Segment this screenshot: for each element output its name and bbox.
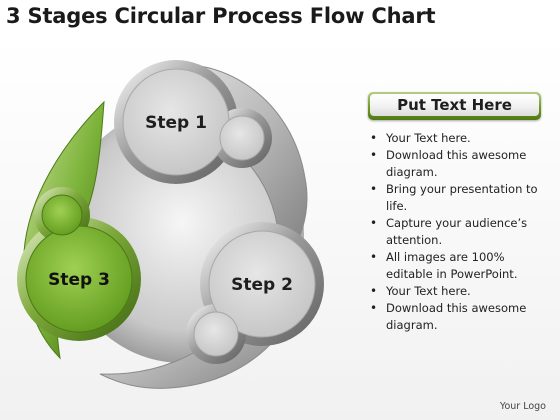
step-1-node: Step 1 <box>114 60 272 184</box>
bullet-item: Bring your presentation to life. <box>368 181 554 215</box>
circular-process-diagram: Step 1 Step 2 Step 3 <box>17 60 324 389</box>
bullet-item: Capture your audience’s attention. <box>368 215 554 249</box>
step-2-label: Step 2 <box>231 275 293 295</box>
bullet-item: Download this awesome diagram. <box>368 300 554 334</box>
text-panel-header-label: Put Text Here <box>370 94 539 116</box>
text-panel-header: Put Text Here <box>368 92 541 120</box>
bullet-item: Your Text here. <box>368 130 554 147</box>
bullet-item: All images are 100% editable in PowerPoi… <box>368 249 554 283</box>
bullet-item: Your Text here. <box>368 283 554 300</box>
text-panel-bullets: Your Text here. Download this awesome di… <box>368 130 554 334</box>
step-2-node: Step 2 <box>186 222 324 364</box>
bullet-item: Download this awesome diagram. <box>368 147 554 181</box>
step-3-node: Step 3 <box>17 187 141 341</box>
logo-text: Your Logo <box>499 401 546 412</box>
step-3-label: Step 3 <box>48 270 110 290</box>
step-1-label: Step 1 <box>145 113 207 133</box>
page-title: 3 Stages Circular Process Flow Chart <box>6 4 436 28</box>
